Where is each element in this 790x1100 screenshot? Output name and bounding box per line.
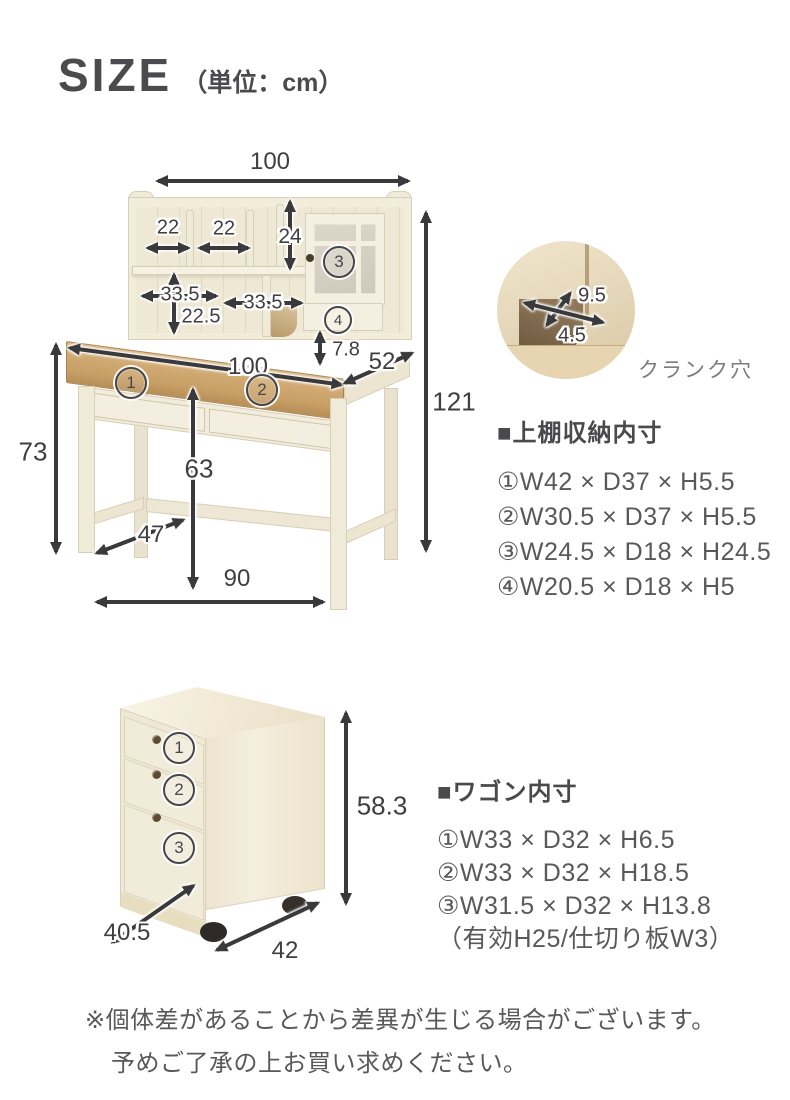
page-title: SIZE （単位：cm）	[58, 48, 343, 102]
wagon-marker-2: 2	[163, 774, 195, 806]
dim-label-top-width: 100	[249, 148, 291, 175]
spec-item: ①W33 × D32 × H6.5	[437, 826, 675, 854]
desk-marker-4: 4	[324, 306, 352, 334]
dim-label-under-shelf-height: 22.5	[181, 305, 221, 328]
dim-arrow-top-width	[158, 179, 408, 183]
dim-arrow-wagon-height	[344, 713, 348, 903]
dim-label-niche-height: 7.8	[332, 338, 360, 361]
dim-label-wagon-height: 58.3	[356, 790, 408, 821]
disclaimer-line-1: ※個体差があることから差異が生じる場合がございます。	[85, 1007, 716, 1034]
dim-label-wagon-width: 42	[271, 937, 299, 964]
desk-leg-front-right	[330, 398, 347, 610]
disclaimer-line-2: 予めご了承の上お買い求めください。	[111, 1050, 528, 1077]
dim-arrow-shelf-left	[143, 294, 216, 298]
desk-marker-3: 3	[323, 246, 355, 278]
cabinet-knob	[306, 254, 314, 262]
under-shelf-divider	[262, 275, 271, 337]
spec-item: ④W20.5 × D18 × H5	[497, 573, 735, 601]
glass-mullion-v	[356, 224, 361, 294]
dim-arrow-slot-left	[148, 246, 188, 250]
wagon-marker-1: 1	[163, 732, 195, 764]
desk-marker-1: 1	[115, 367, 147, 399]
dim-label-desktop-depth: 52	[368, 348, 396, 375]
wagon-knob-1	[152, 735, 161, 744]
shelf-specs-heading: ■上棚収納内寸	[497, 420, 663, 447]
dim-label-total-height: 121	[432, 386, 476, 417]
wagon-inner-dimensions: ■ワゴン内寸 ①W33 × D32 × H6.5 ②W33 × D32 × H1…	[437, 772, 734, 956]
wagon-caster	[200, 922, 227, 942]
title-size: SIZE	[58, 49, 173, 101]
crank-hole-inset	[497, 241, 635, 379]
dim-label-desk-height: 73	[18, 436, 48, 467]
desk-leg-back-right	[384, 388, 398, 560]
spec-item: ①W42 × D37 × H5.5	[497, 468, 735, 496]
dim-arrow-under-shelf-height	[172, 275, 176, 332]
wagon-marker-3: 3	[163, 832, 195, 864]
dim-arrow-shelf-right	[226, 301, 301, 305]
shelf-inner-dimensions: ■上棚収納内寸 ①W42 × D37 × H5.5 ②W30.5 × D37 ×…	[497, 413, 771, 605]
dim-arrow-leg-inner-width	[97, 600, 323, 604]
spec-item: （有効H25/仕切り板W3）	[437, 925, 735, 953]
crank-caption: クランク穴	[638, 359, 753, 382]
dim-label-slot-mid: 22	[212, 217, 236, 240]
dim-arrow-niche-height	[318, 333, 322, 363]
wagon-specs-heading: ■ワゴン内寸	[437, 779, 578, 806]
wagon-knob-3	[152, 813, 161, 822]
dim-arrow-desk-height	[54, 345, 58, 552]
desk-marker-2: 2	[246, 374, 278, 406]
dim-label-leg-inner-depth: 47	[137, 521, 165, 548]
dim-arrow-slot-mid	[200, 246, 248, 250]
crank-hole-notch	[271, 306, 297, 337]
desk-leg-front-left	[78, 386, 95, 553]
wagon-side-face	[206, 717, 325, 910]
dim-label-crank-depth: 4.5	[558, 324, 586, 347]
dim-label-slot-left: 22	[156, 216, 180, 239]
dim-label-wagon-depth: 40.5	[103, 919, 151, 946]
crank-bottom-panel	[497, 345, 635, 379]
crank-panel-gap	[585, 241, 589, 321]
dim-arrow-hutch-inner-height	[288, 202, 292, 268]
hutch-divider	[246, 210, 254, 267]
wagon-knob-2	[152, 770, 161, 779]
dim-arrow-total-height	[424, 213, 428, 550]
dim-label-shelf-left: 33.5	[160, 283, 200, 306]
hutch-divider	[186, 210, 194, 267]
dim-arrow-wagon-width	[216, 901, 319, 952]
dim-label-crank-width: 9.5	[578, 284, 606, 307]
glass-mullion-h	[314, 241, 376, 246]
spec-item: ③W24.5 × D18 × H24.5	[497, 538, 772, 566]
dim-label-knee-clearance: 63	[184, 453, 214, 484]
spec-item: ③W31.5 × D32 × H13.8	[437, 892, 712, 920]
dim-arrow-knee-clearance	[191, 390, 195, 587]
dim-label-hutch-inner-height: 24	[278, 225, 302, 248]
title-unit: （単位：cm）	[182, 69, 344, 97]
spec-item: ②W30.5 × D37 × H5.5	[497, 503, 757, 531]
spec-item: ②W33 × D32 × H18.5	[437, 859, 690, 887]
dim-label-leg-inner-width: 90	[223, 565, 251, 592]
disclaimer: ※個体差があることから差異が生じる場合がございます。 予めご了承の上お買い求めく…	[85, 1000, 716, 1078]
dim-label-shelf-right: 33.5	[243, 291, 283, 314]
